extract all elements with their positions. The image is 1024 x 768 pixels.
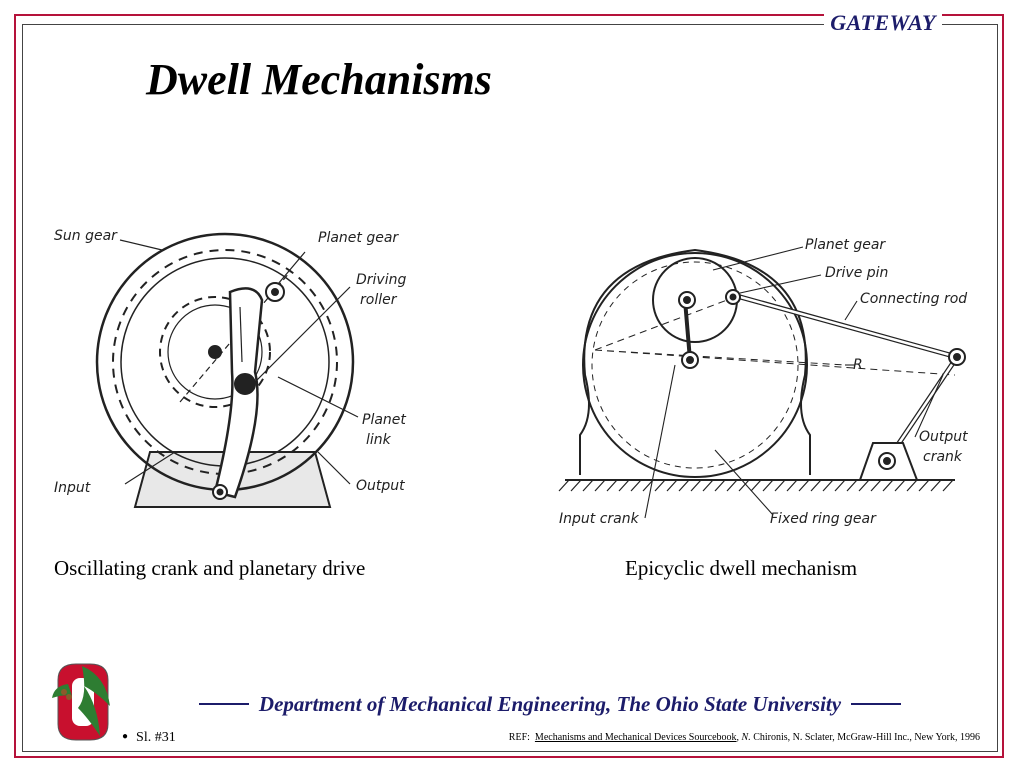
slide-title: Dwell Mechanisms bbox=[146, 55, 492, 104]
ref-author-initial: N. bbox=[741, 732, 751, 743]
label-planet-gear-r: Planet gear bbox=[805, 237, 886, 253]
label-planet-gear: Planet gear bbox=[318, 230, 399, 246]
label-roller: roller bbox=[360, 292, 398, 308]
label-drive-pin: Drive pin bbox=[825, 265, 888, 281]
label-output-r: Output bbox=[919, 429, 968, 445]
label-connecting-rod: Connecting rod bbox=[860, 291, 967, 307]
rule-left bbox=[198, 703, 249, 705]
slide-number-text: Sl. #31 bbox=[136, 730, 176, 745]
slide-inner-frame bbox=[22, 24, 998, 752]
gateway-label: GATEWAY bbox=[824, 10, 942, 36]
ref-book-title: Mechanisms and Mechanical Devices Source… bbox=[534, 732, 737, 743]
epicyclic-dwell-diagram: Planet gear Drive pin Connecting rod R O… bbox=[558, 237, 968, 527]
label-output: Output bbox=[356, 478, 405, 494]
label-driving: Driving bbox=[356, 272, 406, 288]
label-r: R bbox=[853, 357, 863, 373]
caption-epicyclic-dwell: Epicyclic dwell mechanism bbox=[625, 556, 858, 580]
label-input: Input bbox=[54, 480, 91, 496]
rule-right bbox=[851, 703, 902, 705]
ref-rest: Chironis, N. Sclater, McGraw-Hill Inc., … bbox=[753, 732, 980, 743]
label-planet: Planet bbox=[362, 412, 406, 428]
label-crank: crank bbox=[923, 449, 963, 465]
label-sun-gear: Sun gear bbox=[54, 228, 118, 244]
slide-outer-frame bbox=[14, 14, 1004, 758]
ohio-state-logo bbox=[52, 663, 110, 741]
label-fixed-ring-gear: Fixed ring gear bbox=[770, 511, 877, 527]
department-name: Department of Mechanical Engineering, Th… bbox=[258, 691, 842, 716]
label-input-crank: Input crank bbox=[559, 511, 640, 527]
planetary-drive-diagram: Sun gear Planet gear Driving roller Plan… bbox=[54, 228, 406, 508]
ref-prefix: REF: bbox=[508, 732, 530, 743]
label-link: link bbox=[366, 432, 392, 448]
department-line: Department of Mechanical Engineering, Th… bbox=[120, 690, 980, 718]
bullet-icon: ● bbox=[122, 731, 129, 742]
slide-number: ● Sl. #31 bbox=[122, 730, 176, 746]
caption-planetary-drive: Oscillating crank and planetary drive bbox=[54, 556, 366, 580]
reference: REF: Mechanisms and Mechanical Devices S… bbox=[508, 732, 980, 743]
